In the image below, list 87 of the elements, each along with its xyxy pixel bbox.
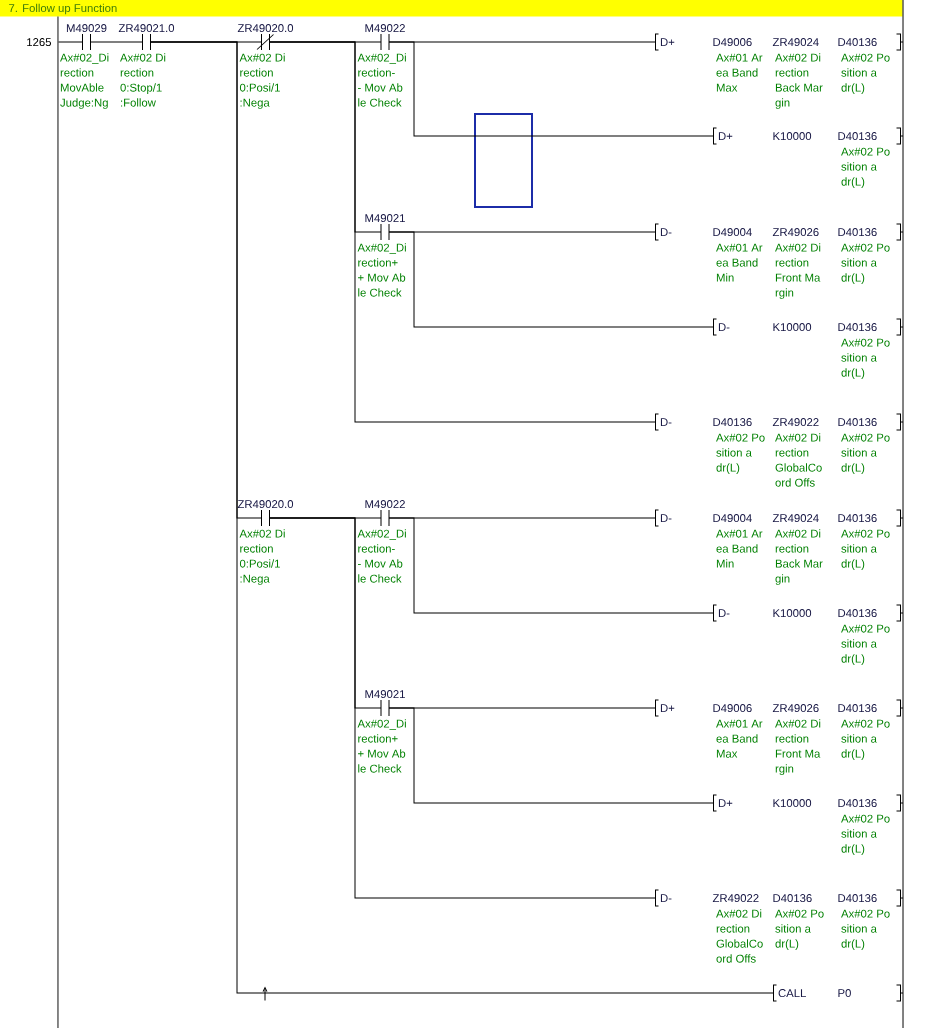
operand-label: D40136: [838, 132, 877, 141]
operand-label: D40136: [838, 704, 877, 713]
comment-text: Ax#02 Po sition a dr(L): [716, 433, 765, 474]
comment-text: Ax#02 Po sition a dr(L): [841, 814, 890, 855]
operand-label: ZR49024: [772, 514, 819, 523]
rung-wire: [58, 41, 83, 43]
rung-wire: [388, 231, 714, 328]
comment-text: Ax#02 Di rection Back Mar gin: [775, 53, 823, 109]
operand-label: D40136: [838, 228, 877, 237]
instruction-text: D-: [718, 609, 730, 617]
rung-wire: [269, 517, 656, 899]
instruction-text: D-: [660, 894, 672, 902]
operand-label: ZR49026: [772, 228, 819, 237]
comment-text: Ax#02 Po sition a dr(L): [841, 147, 890, 188]
operand-label: ZR49024: [772, 38, 819, 47]
device-label: M49022: [365, 500, 405, 509]
operand-label: D40136: [773, 894, 812, 903]
comment-text: Ax#02 Di rection GlobalCo ord Offs: [716, 909, 763, 963]
rung-wire: [269, 41, 656, 423]
device-label: M49029: [66, 24, 107, 33]
rung-wire: [388, 707, 714, 804]
comment-text: Ax#02 Po sition a dr(L): [841, 433, 890, 474]
operand-label: D40136: [838, 514, 877, 523]
device-label: ZR49020.0: [237, 24, 294, 33]
operand-label: K10000: [773, 323, 812, 332]
operand-label: D40136: [713, 418, 752, 427]
comment-text: Ax#02 Po sition a dr(L): [841, 529, 890, 570]
operand-label: K10000: [773, 132, 812, 141]
device-label: M49021: [365, 214, 405, 223]
comment-text: Ax#02 Po sition a dr(L): [841, 909, 890, 950]
comment-text: Ax#01 Ar ea Band Min: [716, 529, 763, 568]
comment-text: Ax#01 Ar ea Band Min: [716, 243, 763, 282]
comment-text: Ax#02 Di rection 0:Stop/1 :Follow: [120, 53, 166, 107]
instruction-text: D+: [660, 38, 675, 46]
comment-text: Ax#02 Di rection 0:Posi/1 :Nega: [239, 529, 285, 585]
operand-label: ZR49022: [772, 418, 819, 427]
rung-wire: [90, 41, 143, 43]
operand-label: D40136: [838, 609, 877, 618]
rung-wire: [388, 41, 714, 137]
comment-text: Ax#02 Di rection Front Ma rgin: [775, 243, 821, 299]
operand-label: D40136: [838, 799, 877, 808]
operand-label: D49006: [713, 38, 752, 47]
comment-text: Ax#01 Ar ea Band Max: [716, 719, 763, 758]
instruction-text: D-: [718, 323, 730, 331]
comment-text: Ax#02 Po sition a dr(L): [841, 53, 890, 94]
comment-text: Ax#02 Di rection Back Mar gin: [775, 529, 823, 585]
comment-text: Ax#02 Po sition a dr(L): [841, 624, 890, 665]
device-label: M49022: [365, 24, 405, 33]
device-label: ZR49020.0: [237, 500, 294, 509]
rung-wire: [150, 41, 774, 994]
comment-text: Ax#02_Di rection+ + Mov Ab le Check: [357, 243, 406, 297]
operand-label: D40136: [838, 894, 877, 903]
rung-wire: [388, 517, 714, 614]
operand-label: ZR49026: [772, 704, 819, 713]
operand-label: ZR49022: [712, 894, 759, 903]
comment-text: Ax#02 Po sition a dr(L): [841, 243, 890, 284]
device-label: ZR49021.0: [118, 24, 175, 33]
instruction-text: D-: [660, 418, 672, 426]
operand-label: K10000: [773, 609, 812, 618]
instruction-text: D+: [718, 132, 733, 140]
comment-text: Ax#01 Ar ea Band Max: [716, 53, 763, 92]
operand-label: D49006: [713, 704, 752, 713]
operand-label: D49004: [713, 514, 752, 523]
instruction-text: D+: [718, 799, 733, 807]
operand-label: D49004: [713, 228, 752, 237]
comment-text: Ax#02 Di rection GlobalCo ord Offs: [775, 433, 822, 487]
step-number: 1265: [27, 38, 52, 47]
comment-text: Ax#02 Po sition a dr(L): [775, 909, 824, 950]
comment-text: Ax#02_Di rection- - Mov Ab le Check: [357, 529, 406, 583]
instruction-text: D+: [660, 704, 675, 712]
comment-text: Ax#02 Po sition a dr(L): [841, 719, 890, 760]
instruction-text: D-: [660, 228, 672, 236]
operand-label: K10000: [773, 799, 812, 808]
comment-text: Ax#02 Di rection 0:Posi/1 :Nega: [239, 53, 285, 109]
operand-label: D40136: [838, 418, 877, 427]
instruction-text: D-: [660, 514, 672, 522]
device-label: M49021: [365, 690, 405, 699]
title-bar: 7. Follow up Function: [0, 0, 903, 17]
comment-text: Ax#02_Di rection- - Mov Ab le Check: [357, 53, 406, 107]
comment-text: Ax#02_Di rection MovAble Judge:Ng: [60, 53, 109, 109]
instruction-text: CALL: [778, 989, 806, 998]
comment-text: Ax#02 Po sition a dr(L): [841, 338, 890, 379]
operand-label: D40136: [838, 323, 877, 332]
comment-text: Ax#02 Di rection Front Ma rgin: [775, 719, 821, 775]
operand-label: D40136: [838, 38, 877, 47]
operand-label: P0: [838, 989, 851, 998]
comment-text: Ax#02_Di rection+ + Mov Ab le Check: [357, 719, 406, 773]
